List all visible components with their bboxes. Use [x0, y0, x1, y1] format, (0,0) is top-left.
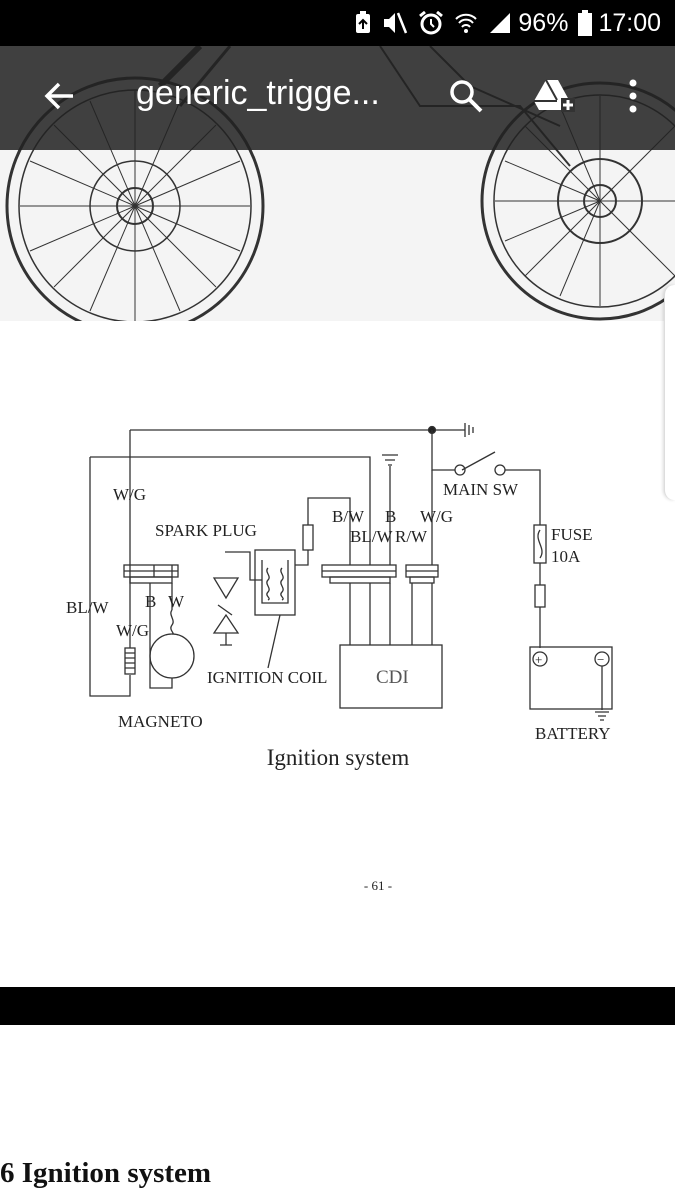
label-plus: +: [535, 652, 542, 667]
signal-icon: [488, 11, 512, 35]
app-bar: generic_trigge...: [0, 46, 675, 150]
label-spark-plug: SPARK PLUG: [155, 521, 257, 540]
wifi-icon: [454, 11, 478, 35]
fast-scroll-handle[interactable]: [664, 285, 675, 500]
battery-icon: [578, 10, 593, 36]
next-pdf-page: 6 Ignition system: [0, 1025, 675, 1200]
label-fuse-rating: 10A: [551, 547, 581, 566]
drive-add-icon: [533, 78, 575, 119]
search-button[interactable]: [436, 46, 496, 150]
add-to-drive-button[interactable]: [524, 46, 584, 150]
mute-icon: [382, 11, 408, 35]
document-title: generic_trigge...: [136, 74, 380, 112]
label-battery: BATTERY: [535, 724, 611, 743]
label-ignition-coil: IGNITION COIL: [207, 668, 327, 687]
label-bw: B/W: [332, 507, 365, 526]
label-magneto: MAGNETO: [118, 712, 203, 731]
section-heading: 6 Ignition system: [0, 1157, 212, 1189]
label-cdi: CDI: [376, 667, 409, 688]
more-vert-icon: [628, 79, 638, 118]
label-blw-mid: BL/W: [350, 527, 393, 546]
battery-percent: 96%: [518, 8, 569, 37]
battery-saver-icon: [354, 11, 372, 35]
page-number: - 61 -: [364, 878, 392, 893]
label-b-magneto: B: [145, 592, 156, 611]
label-w-magneto: W: [168, 592, 185, 611]
more-options-button[interactable]: [608, 46, 658, 150]
label-rw: R/W: [395, 527, 428, 546]
label-wg-right: W/G: [420, 507, 453, 526]
search-icon: [448, 78, 484, 119]
back-arrow-icon: [43, 79, 77, 118]
page-separator: [0, 987, 675, 1025]
label-minus: −: [597, 652, 604, 667]
label-wg-magneto: W/G: [116, 621, 149, 640]
diagram-caption: Ignition system: [267, 745, 410, 770]
pdf-page: W/G SPARK PLUG BL/W B W W/G MAGNETO IGNI…: [0, 321, 675, 987]
label-blw-left: BL/W: [66, 598, 109, 617]
back-button[interactable]: [30, 46, 90, 150]
label-b-top: B: [385, 507, 396, 526]
label-fuse: FUSE: [551, 525, 593, 544]
status-bar: 96% 17:00: [0, 0, 675, 46]
ignition-wiring-diagram: W/G SPARK PLUG BL/W B W W/G MAGNETO IGNI…: [66, 423, 613, 893]
clock: 17:00: [598, 8, 661, 37]
alarm-icon: [418, 11, 444, 35]
label-main-sw: MAIN SW: [443, 480, 519, 499]
label-wg-left: W/G: [113, 485, 146, 504]
